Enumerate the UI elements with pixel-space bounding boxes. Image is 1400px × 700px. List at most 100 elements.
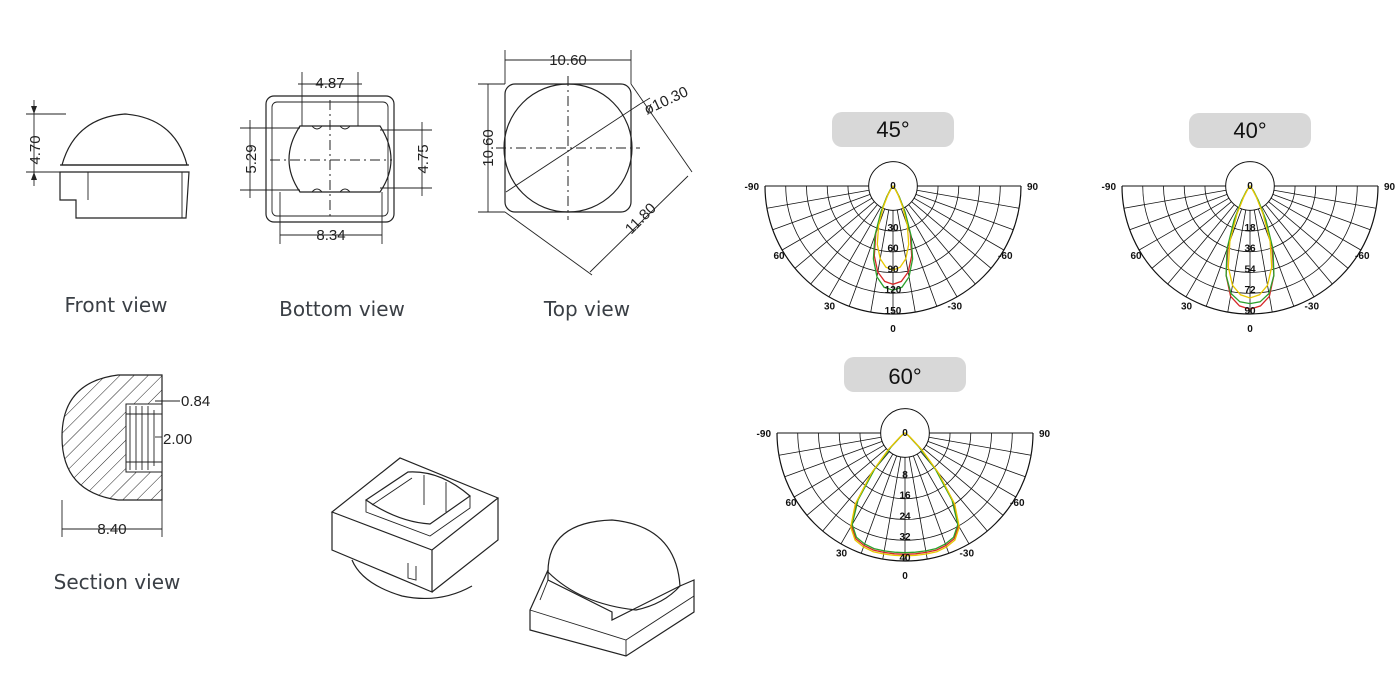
polar-angle-label: -60 [1355,251,1370,262]
polar-radial-label: 30 [887,223,899,234]
front-height-dim: 4.70 [27,135,44,164]
front-view-caption: Front view [65,293,168,317]
beam-angle-pill-40: 40° [1189,113,1311,148]
top-width-dim: 10.60 [549,52,587,69]
polar-spoke [1268,201,1349,269]
top-view-drawing [478,50,693,276]
polar-radial-label: 24 [899,511,911,522]
polar-spoke [1261,206,1315,298]
section-width-dim: 8.40 [97,521,126,538]
bottom-bottom-dim: 8.34 [316,227,345,244]
section-view-caption: Section view [54,570,181,594]
polar-radial-label: 0 [902,428,908,439]
polar-angle-label: 60 [773,251,785,262]
polar-angle-label: 30 [824,302,836,313]
polar-spoke [1273,189,1377,209]
polar-spoke [1265,204,1333,285]
polar-spoke [928,436,1032,456]
top-view-caption: Top view [543,297,630,321]
polar-spoke [1205,208,1243,307]
beam-angle-pill-60: 60° [844,357,966,392]
polar-angle-label: 30 [836,549,848,560]
polar-angle-label: 90 [1384,182,1396,193]
polar-angle-label: -60 [998,251,1013,262]
polar-angle-label: 30 [1181,302,1193,313]
polar-angle-label: 0 [1247,324,1253,335]
polar-spoke [766,189,870,209]
polar-angle-label: -90 [757,429,772,440]
beam-angle-pill-45: 45° [832,112,954,147]
polar-angle-label: -30 [960,549,975,560]
polar-spoke [1257,208,1295,307]
polar-spoke [794,201,875,269]
polar-spoke [806,448,887,516]
polar-curve [876,185,910,271]
polar-radial-label: 8 [902,470,908,481]
polar-radial-label: 60 [887,244,899,255]
polar-spoke [927,440,1026,478]
polar-angle-label: -30 [1305,302,1320,313]
section-d2-dim: 2.00 [163,431,192,448]
polar-spoke [908,456,928,560]
polar-angle-label: 60 [785,498,797,509]
section-view-drawing [61,374,180,537]
polar-spoke [860,455,898,554]
polar-angle-label: 0 [902,571,908,582]
polar-spoke [840,453,894,545]
polar-spoke [1129,193,1228,231]
polar-angle-label: -90 [745,182,760,193]
top-diagonal-dim: 11.80 [622,200,660,238]
polar-spoke [784,440,883,478]
polar-spoke [1167,204,1235,285]
polar-radial-label: 150 [885,306,902,317]
polar-radial-label: 90 [887,264,899,275]
polar-chart-60: 0 8 16 24 32 40 -90 90 -60 60 -30 30 0 [757,408,1051,582]
polar-spoke [896,209,916,313]
polar-radial-label: 32 [899,532,911,543]
polar-angle-label: 90 [1027,182,1039,193]
bottom-right-dim: 4.75 [415,144,432,173]
top-diameter-dim: ø10.30 [641,83,691,118]
polar-angle-label: -60 [1010,498,1025,509]
polar-radial-label: 90 [1244,306,1256,317]
polar-radial-label: 16 [899,491,911,502]
polar-angle-label: 90 [1039,429,1051,440]
polar-angle-label: 60 [1130,251,1142,262]
polar-spoke [1151,201,1232,269]
polar-spoke [778,436,882,456]
beam-angle-label-40: 40° [1233,118,1266,143]
bottom-left-dim: 5.29 [243,144,260,173]
polar-spoke [1138,197,1230,251]
polar-radial-label: 72 [1244,285,1256,296]
polar-spoke [913,197,1005,251]
polar-spoke [915,193,1014,231]
polar-spoke [904,206,958,298]
polar-spoke [1185,206,1239,298]
polar-spoke [911,201,992,269]
polar-spoke [810,204,878,285]
section-d1-dim: 0.84 [181,393,210,410]
polar-spoke [781,197,873,251]
polar-curve [1227,185,1273,299]
polar-spoke [923,448,1004,516]
polar-radial-label: 120 [885,285,902,296]
polar-spoke [908,204,976,285]
polar-radial-label: 36 [1244,244,1256,255]
polar-radial-label: 0 [1247,181,1253,192]
bottom-view-caption: Bottom view [279,297,405,321]
polar-radial-label: 0 [890,181,896,192]
beam-angle-label-45: 45° [876,117,909,142]
polar-spoke [925,444,1017,498]
polar-radial-label: 40 [899,553,911,564]
polar-spoke [793,444,885,498]
polar-spoke [772,193,871,231]
polar-radial-label: 54 [1244,264,1256,275]
polar-spoke [1123,189,1227,209]
polar-curve [850,432,960,557]
polar-angle-label: -30 [948,302,963,313]
polar-spoke [916,453,970,545]
polar-spoke [912,455,950,554]
polar-angle-label: -90 [1102,182,1117,193]
polar-spoke [1270,197,1362,251]
